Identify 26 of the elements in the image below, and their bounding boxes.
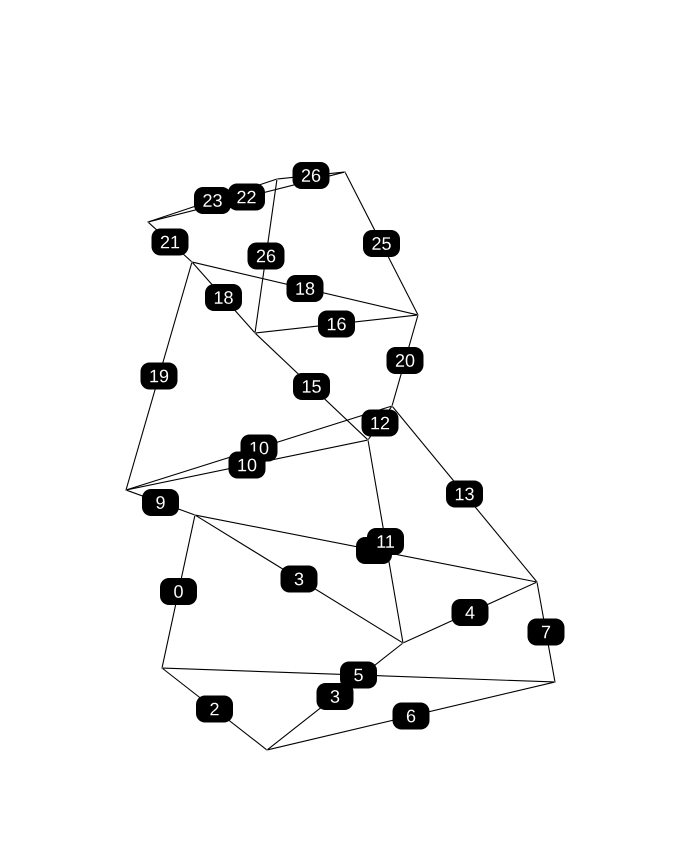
edge-label: 15	[293, 373, 330, 400]
edge-label: 18	[205, 284, 242, 311]
edge-label: 22	[228, 184, 265, 210]
edge-label: 9	[142, 489, 179, 516]
edge-label: 5	[340, 662, 377, 688]
edge-label: 26	[292, 162, 330, 189]
edge-label: 25	[363, 230, 400, 257]
edge-label: 2	[196, 696, 233, 722]
edge-label: 4	[452, 599, 488, 626]
edge-label: 3	[280, 566, 318, 592]
edge-label: 18	[286, 275, 324, 302]
edge-label: 0	[160, 578, 197, 605]
edge-label: 3	[316, 683, 354, 710]
edge-label: 23	[194, 187, 231, 214]
edge-label: 13	[446, 480, 483, 508]
edge-line	[196, 514, 536, 582]
edge-label: 6	[392, 702, 430, 730]
edge-label: 19	[140, 362, 178, 390]
edge-label: 7	[528, 618, 564, 646]
edge-label: 16	[318, 310, 355, 338]
edge-label: 11	[367, 528, 404, 555]
edge-line	[126, 262, 192, 490]
edge-label: 21	[152, 228, 188, 256]
edge-line	[162, 667, 554, 683]
edge-label: 20	[386, 347, 424, 374]
edge-label: 26	[248, 242, 284, 270]
